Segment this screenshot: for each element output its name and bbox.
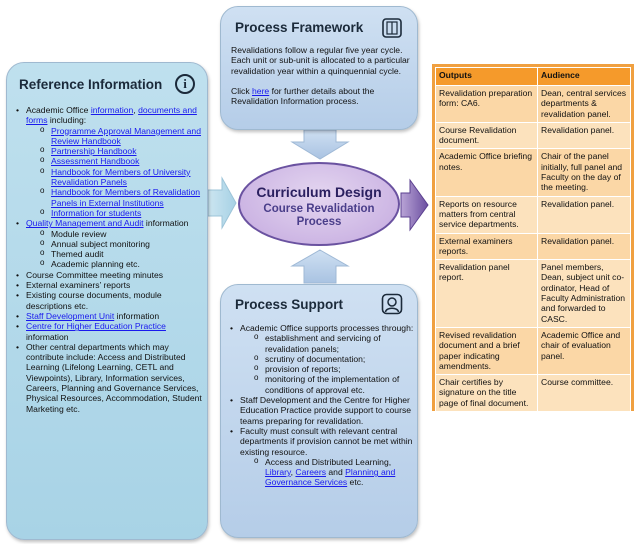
support-arrow — [290, 249, 350, 284]
table-row: Academic Office briefing notes.Chair of … — [435, 148, 631, 197]
reference-item-staff-development: Staff Development Unit information — [15, 310, 207, 322]
documents-and-forms-link[interactable]: documents and forms — [26, 105, 197, 126]
reference-item-quality-management: Quality Management and Audit information… — [15, 218, 207, 269]
reference-item-academic-office: Academic Office information, documents a… — [15, 105, 207, 218]
chep-link[interactable]: Centre for Higher Education Practice — [26, 321, 166, 332]
support-title: Process Support — [235, 297, 344, 312]
here-link[interactable]: here — [252, 85, 270, 96]
info-icon: i — [175, 74, 195, 94]
reference-item-chep: Centre for Higher Education Practice inf… — [15, 321, 207, 342]
list-item: Module review — [26, 228, 207, 239]
list-item: Existing course documents, module descri… — [15, 290, 207, 311]
support-list: Academic Office supports processes throu… — [229, 323, 415, 488]
table-row: Course Revalidation document.Revalidatio… — [435, 121, 631, 150]
outputs-header: Outputs — [435, 67, 538, 86]
list-item: provision of reports; — [240, 363, 415, 374]
university-revalidation-panels-handbook-link[interactable]: Handbook for Members of University Reval… — [51, 166, 191, 188]
center-title: Curriculum Design — [256, 184, 382, 200]
list-item: Course Committee meeting minutes — [15, 270, 207, 281]
table-row: Revalidation preparation form: CA6.Dean,… — [435, 85, 631, 123]
list-item: Access and Distributed Learning, Library… — [240, 456, 415, 488]
careers-link[interactable]: Careers — [295, 467, 326, 478]
framework-arrow — [290, 129, 350, 160]
curriculum-design-node: Curriculum Design Course Revalidation Pr… — [238, 162, 400, 246]
reference-information-panel: Reference Information i Academic Office … — [6, 62, 208, 540]
list-item: Academic planning etc. — [26, 258, 207, 269]
list-item: Academic Office supports processes throu… — [229, 323, 415, 395]
output-arrow — [400, 178, 429, 232]
list-item: monitoring of the implementation of cond… — [240, 374, 415, 395]
process-support-panel: Process Support Academic Office supports… — [220, 284, 418, 538]
process-framework-panel: Process Framework Revalidations follow a… — [220, 6, 418, 130]
list-item: Faculty must consult with relevant centr… — [229, 426, 415, 488]
outputs-audience-table: Outputs Audience Revalidation preparatio… — [432, 64, 634, 413]
list-item: Annual subject monitoring — [26, 238, 207, 249]
table-row: Revised revalidation document and a brie… — [435, 326, 631, 376]
planning-governance-link[interactable]: Planning and Governance Services — [265, 467, 396, 488]
table-row: Reports on resource matters from central… — [435, 195, 631, 234]
quality-management-link[interactable]: Quality Management and Audit — [26, 218, 144, 229]
reference-list: Academic Office information, documents a… — [15, 105, 207, 414]
list-item: establishment and servicing of revalidat… — [240, 332, 415, 354]
information-for-students-link[interactable]: Information for students — [51, 207, 142, 218]
framework-text: Revalidations follow a regular five year… — [231, 45, 410, 107]
person-icon — [381, 293, 403, 315]
audience-header: Audience — [537, 67, 631, 86]
table-row: Chair certifies by signature on the titl… — [435, 374, 631, 413]
list-item: scrutiny of documentation; — [240, 353, 415, 364]
list-item: Other central departments which may cont… — [15, 342, 207, 414]
information-link[interactable]: information — [90, 105, 134, 115]
list-item: Themed audit — [26, 248, 207, 259]
partnership-handbook-link[interactable]: Partnership Handbook — [51, 146, 137, 157]
programme-approval-handbook-link[interactable]: Programme Approval Management and Review… — [51, 125, 201, 146]
reference-title: Reference Information — [19, 77, 163, 92]
list-item: External examiners’ reports — [15, 280, 207, 291]
center-subtitle: Course Revalidation Process — [263, 203, 375, 228]
table-row: External examiners reports.Revalidation … — [435, 232, 631, 261]
book-icon — [382, 18, 402, 38]
framework-title: Process Framework — [235, 20, 364, 35]
external-institutions-handbook-link[interactable]: Handbook for Members of Revalidation Pan… — [51, 187, 201, 208]
list-item: Staff Development and the Centre for Hig… — [229, 395, 415, 426]
table-row: Revalidation panel report.Panel members,… — [435, 259, 631, 328]
staff-development-link[interactable]: Staff Development Unit — [26, 310, 115, 321]
assessment-handbook-link[interactable]: Assessment Handbook — [51, 156, 140, 167]
library-link[interactable]: Library — [265, 467, 291, 478]
reference-arrow — [207, 176, 237, 230]
